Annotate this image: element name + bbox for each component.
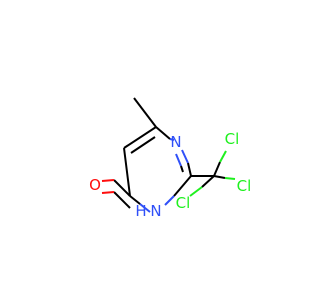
- bond-c2-n3-color: [164, 195, 175, 206]
- bond-c2-n3: [173, 175, 192, 197]
- background: [0, 0, 300, 300]
- chlorine-top-label: Cl: [225, 130, 240, 148]
- bond-c6-n1: [155, 126, 171, 140]
- bond-c4-o-a: [113, 179, 131, 197]
- bond-n1-c2-outer-b: [187, 162, 192, 177]
- bond-ccl3-cl-bottom-color: [189, 186, 203, 197]
- bond-n1-c2-inner-b: [180, 165, 184, 173]
- bond-ccl3-cl-bottom: [201, 175, 215, 188]
- bond-ccl3-cl-right-color: [224, 177, 236, 180]
- bond-c5-c6-outer: [123, 126, 157, 149]
- chlorine-right-label: Cl: [237, 177, 252, 195]
- bond-ccl3-cl-right: [213, 175, 226, 179]
- bond-c4-o-a-color: [101, 179, 115, 182]
- nitrogen-ring-label: N: [170, 133, 181, 151]
- bond-methyl-c6: [133, 97, 157, 128]
- hydrogen-label: H: [135, 202, 146, 220]
- oxygen-label: O: [89, 176, 101, 194]
- atom-label-group: O N N H Cl Cl Cl: [89, 130, 251, 220]
- bond-n1-c2-outer: [181, 149, 189, 164]
- bond-ccl3-cl-top-color: [219, 150, 227, 163]
- bond-c6-n1-color: [169, 138, 175, 141]
- nitrogen-h-label: N: [150, 202, 161, 220]
- bond-n1-c2-inner: [175, 153, 182, 167]
- bond-c4-o-b-color: [101, 191, 115, 194]
- bond-c4-o-b: [113, 191, 131, 209]
- bond-n3-c4: [129, 195, 141, 205]
- chlorine-bottom-label: Cl: [176, 194, 191, 212]
- bond-c5-c6-inner: [130, 136, 156, 154]
- bond-n3-c4-color: [139, 203, 151, 213]
- molecule-diagram: O N N H Cl Cl Cl: [0, 0, 300, 300]
- bond-ccl3-cl-top: [213, 161, 221, 177]
- bond-group: [101, 97, 236, 213]
- bond-c4-c5: [123, 147, 131, 197]
